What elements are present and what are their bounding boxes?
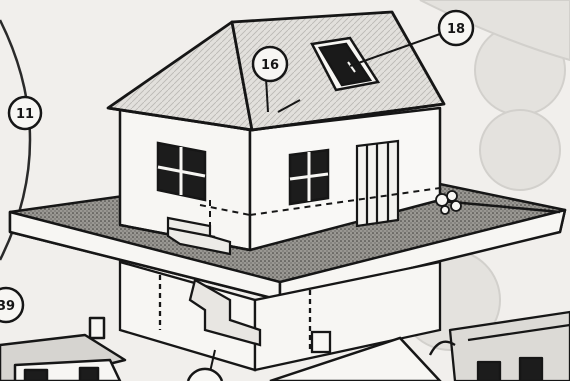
- callout-39-label: 39: [0, 299, 15, 314]
- callout-16-label: 16: [261, 58, 279, 73]
- callout-18: 18: [439, 11, 473, 45]
- callout-11: 11: [9, 97, 41, 129]
- window-left: [158, 143, 205, 200]
- callout-18-label: 18: [447, 22, 465, 37]
- callout-39: 39: [0, 288, 23, 322]
- callout-16: 16: [253, 47, 287, 81]
- neighbour-house-left: [0, 318, 125, 381]
- front-door: [357, 141, 398, 226]
- callout-11-label: 11: [16, 107, 34, 122]
- window-right: [290, 150, 328, 204]
- callout-partial-bottom: [188, 369, 222, 381]
